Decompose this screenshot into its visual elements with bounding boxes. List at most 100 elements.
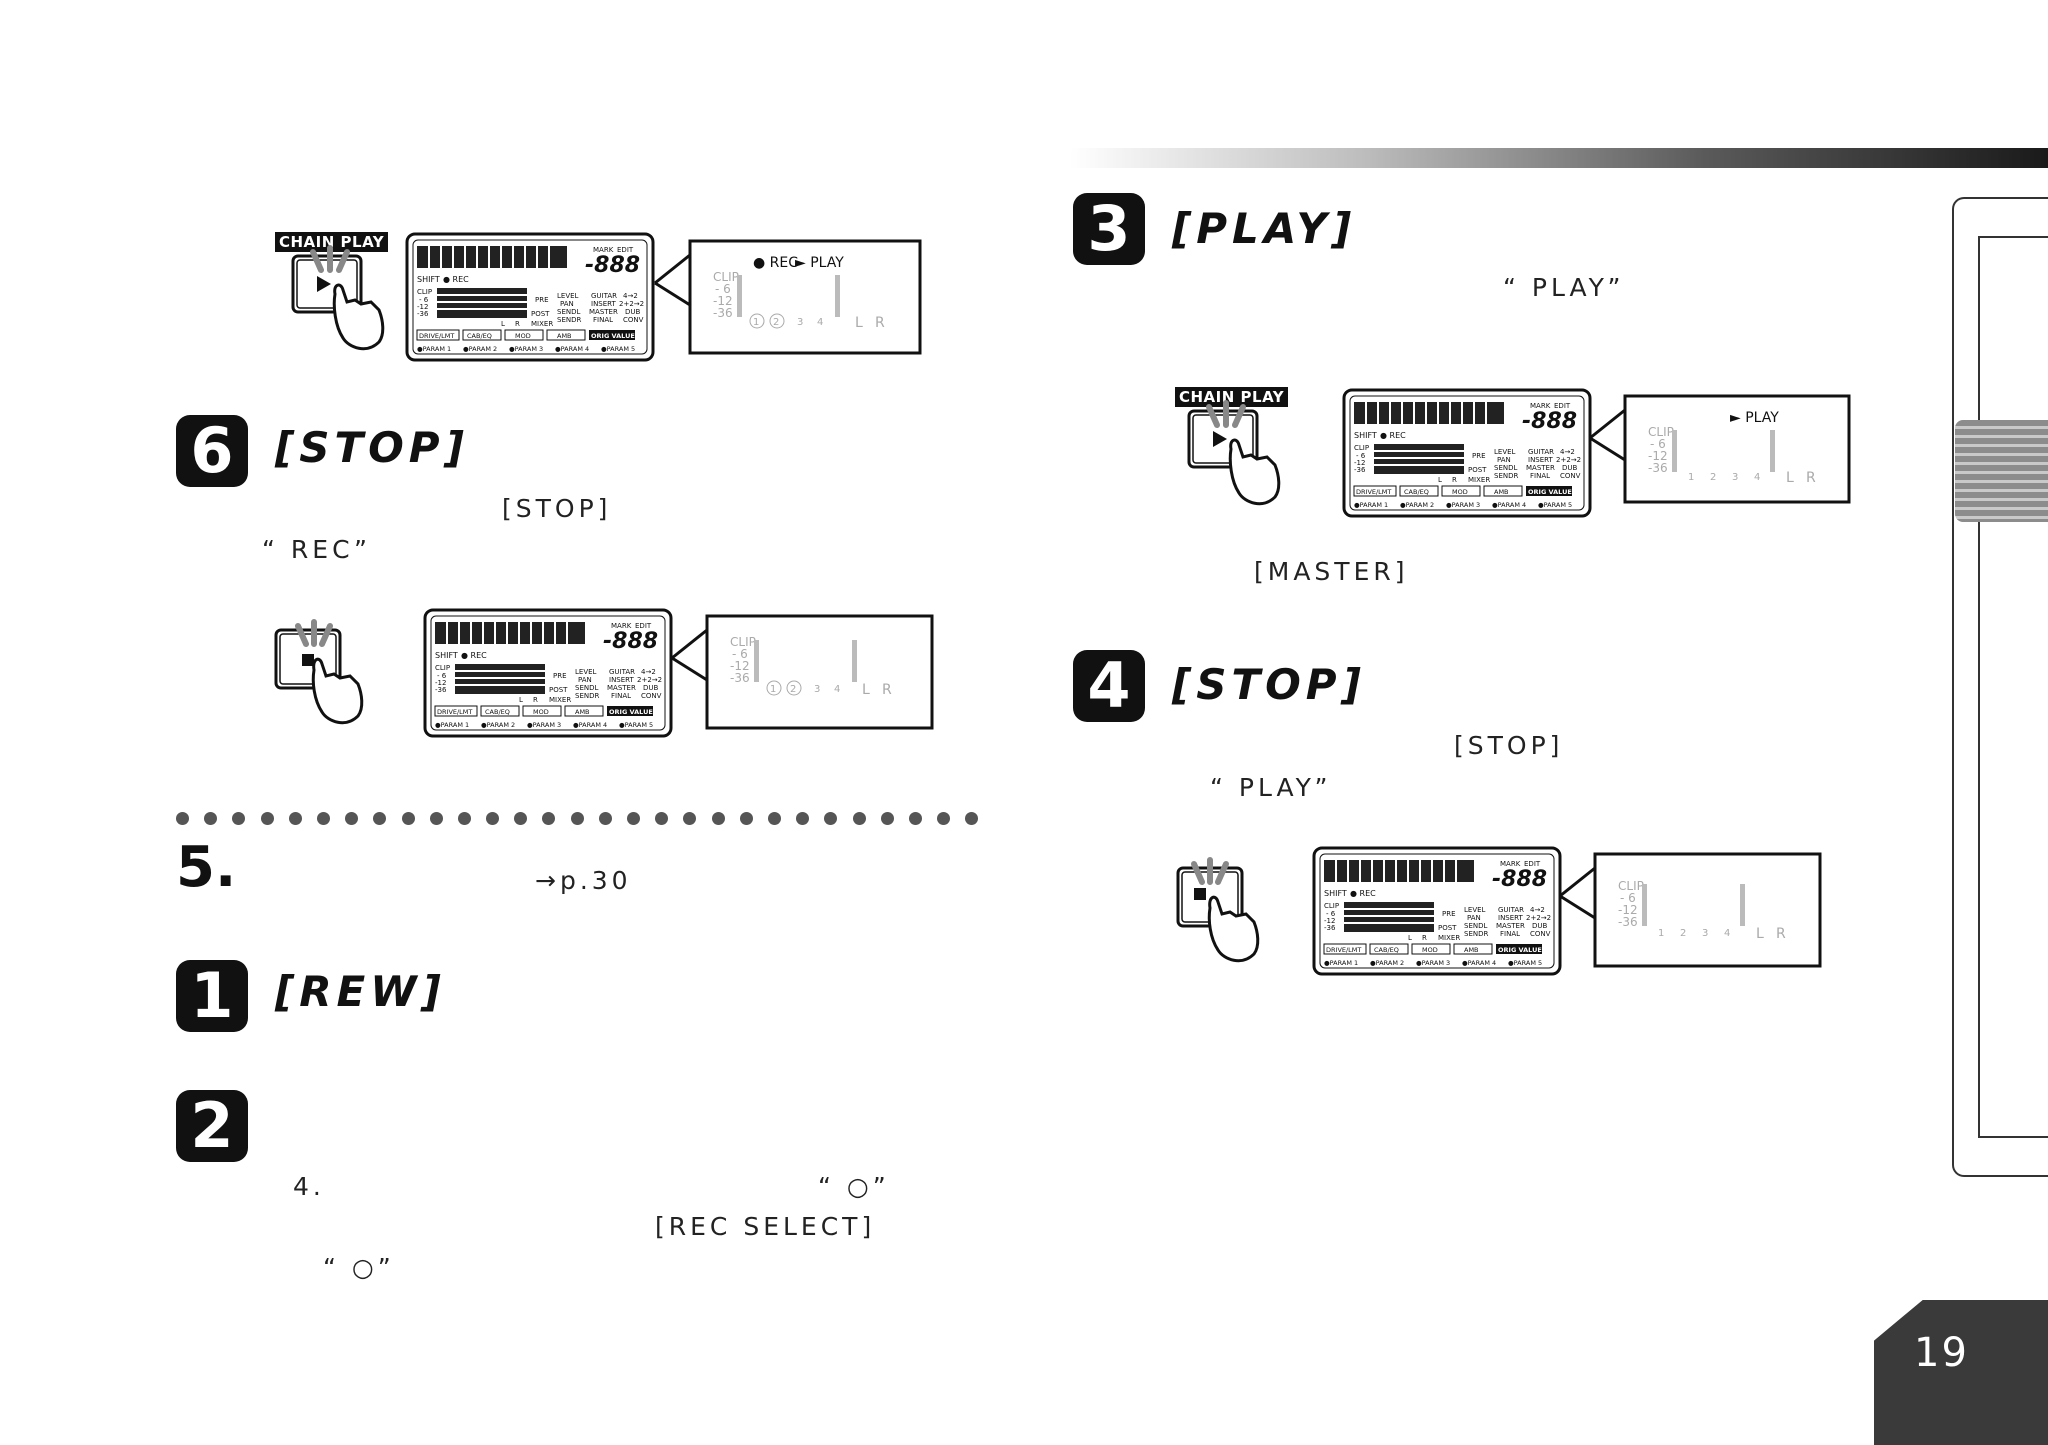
lcd-final: FINAL	[1530, 472, 1550, 480]
lcd-guitar: GUITAR	[591, 292, 617, 300]
lcd-param4: ●PARAM 4	[573, 721, 607, 729]
lcd-edit-label: EDIT	[617, 246, 634, 254]
header-gradient-bar	[1070, 148, 2048, 168]
lcd-r: R	[533, 696, 538, 704]
lcd-clip: CLIP	[1324, 902, 1339, 910]
lcd-m6: - 6	[437, 672, 447, 680]
lcd-rec: ● REC	[1380, 431, 1406, 440]
lcd-tab-mod: MOD	[1452, 488, 1468, 496]
lcd-digits: -888	[585, 253, 640, 278]
step-3-title: [PLAY]	[1172, 204, 1357, 253]
lcd-tab-mod: MOD	[1422, 946, 1438, 954]
press-stop-icon	[274, 619, 364, 725]
lcd-param1: ●PARAM 1	[1354, 501, 1388, 509]
lcd-l: L	[501, 320, 505, 328]
callout-track2: 2	[1710, 472, 1716, 483]
lcd-shift: SHIFT	[417, 275, 440, 284]
lcd-pre: PRE	[553, 672, 567, 680]
lcd-level: LEVEL	[557, 292, 579, 300]
lcd-final: FINAL	[593, 316, 613, 324]
lcd-clip: CLIP	[1354, 444, 1369, 452]
callout-track4: 4	[1724, 928, 1730, 939]
callout-m6: - 6	[1620, 891, 1636, 905]
lcd-dub2: 2+2→2	[1526, 914, 1551, 922]
lcd-sendr: SENDR	[1494, 472, 1518, 480]
lcd-tab-drive: DRIVE/LMT	[1356, 488, 1391, 496]
lcd-param5: ●PARAM 5	[1508, 959, 1542, 967]
step-2-line1: 4.	[293, 1172, 325, 1201]
lcd-insert: INSERT	[1528, 456, 1554, 464]
section-5-number: 5.	[176, 835, 237, 900]
lcd-m12: -12	[417, 303, 428, 311]
lcd-shift: SHIFT	[1354, 431, 1377, 440]
lcd-m6: - 6	[1356, 452, 1366, 460]
lcd-param2: ●PARAM 2	[1400, 501, 1434, 509]
chain-play-figure-step3: CHAIN PLAY	[1175, 385, 1295, 515]
lcd-digits: -888	[603, 629, 658, 654]
callout-m6: - 6	[1650, 437, 1666, 451]
lcd-guitar: GUITAR	[609, 668, 635, 676]
lcd-rec: ● REC	[461, 651, 487, 660]
lcd-param5: ●PARAM 5	[1538, 501, 1572, 509]
lcd-param3: ●PARAM 3	[1416, 959, 1450, 967]
lcd-display-step3: MARK EDIT -888 SHIFT ● REC CLIP - 6 -12 …	[1342, 388, 1592, 518]
callout-step6: CLIP - 6 -12 -36 1 2 3 4 L R	[671, 614, 934, 730]
lcd-master: MASTER	[1496, 922, 1525, 930]
callout-track1: 1	[770, 684, 776, 695]
lcd-tab-mod: MOD	[533, 708, 549, 716]
chain-play-label: CHAIN PLAY	[1175, 387, 1289, 407]
press-stop-icon	[1176, 857, 1260, 963]
lcd-mark-label: MARK	[611, 622, 632, 630]
lcd-pan: PAN	[1497, 456, 1511, 464]
lcd-m12: -12	[435, 679, 446, 687]
callout-top: ● REC ► PLAY CLIP - 6 -12 -36 1 2 3 4 L …	[654, 239, 922, 355]
edge-tab-marker	[1955, 420, 2048, 522]
dotted-separator	[176, 812, 979, 825]
callout-l: L	[855, 315, 863, 331]
callout-m6: - 6	[715, 282, 731, 296]
lcd-tab-amb: AMB	[1494, 488, 1509, 496]
lcd-insert: INSERT	[609, 676, 635, 684]
lcd-sendl: SENDL	[575, 684, 598, 692]
lcd-clip: CLIP	[417, 288, 432, 296]
step-6-line2: “ REC”	[262, 535, 371, 564]
callout-clip: CLIP	[730, 635, 756, 649]
lcd-r: R	[1452, 476, 1457, 484]
lcd-edit-label: EDIT	[635, 622, 652, 630]
lcd-master: MASTER	[1526, 464, 1555, 472]
lcd-dub1: 4→2	[623, 292, 638, 300]
lcd-edit-label: EDIT	[1554, 402, 1571, 410]
lcd-mark-label: MARK	[593, 246, 614, 254]
lcd-level: LEVEL	[575, 668, 597, 676]
chain-play-label: CHAIN PLAY	[275, 232, 389, 252]
lcd-pan: PAN	[560, 300, 574, 308]
step-6-title: [STOP]	[275, 423, 469, 472]
lcd-post: POST	[531, 310, 550, 318]
callout-l: L	[1756, 926, 1764, 942]
chain-play-figure-top: CHAIN PLAY	[275, 230, 395, 360]
lcd-dub: DUB	[625, 308, 641, 316]
callout-rec: ● REC	[753, 255, 798, 271]
lcd-dub: DUB	[1532, 922, 1548, 930]
callout-m36: -36	[713, 306, 733, 320]
lcd-sendl: SENDL	[557, 308, 580, 316]
lcd-post: POST	[549, 686, 568, 694]
lcd-param3: ●PARAM 3	[509, 345, 543, 353]
callout-r: R	[882, 682, 892, 698]
press-play-icon	[1187, 400, 1281, 506]
callout-m12: -12	[1648, 449, 1668, 463]
lcd-m36: -36	[435, 686, 447, 694]
lcd-guitar: GUITAR	[1498, 906, 1524, 914]
edge-tab-inner	[1978, 236, 2048, 1138]
lcd-tab-cab: CAB/EQ	[485, 708, 510, 716]
lcd-shift: SHIFT	[435, 651, 458, 660]
callout-l: L	[1786, 470, 1794, 486]
lcd-level: LEVEL	[1494, 448, 1516, 456]
step-6-badge: 6	[176, 415, 248, 487]
lcd-r: R	[1422, 934, 1427, 942]
step-4-title: [STOP]	[1172, 660, 1366, 709]
callout-step3: ► PLAY CLIP - 6 -12 -36 1 2 3 4 L R	[1589, 394, 1851, 504]
lcd-tab-cab: CAB/EQ	[467, 332, 492, 340]
lcd-pre: PRE	[535, 296, 549, 304]
callout-m6: - 6	[732, 647, 748, 661]
